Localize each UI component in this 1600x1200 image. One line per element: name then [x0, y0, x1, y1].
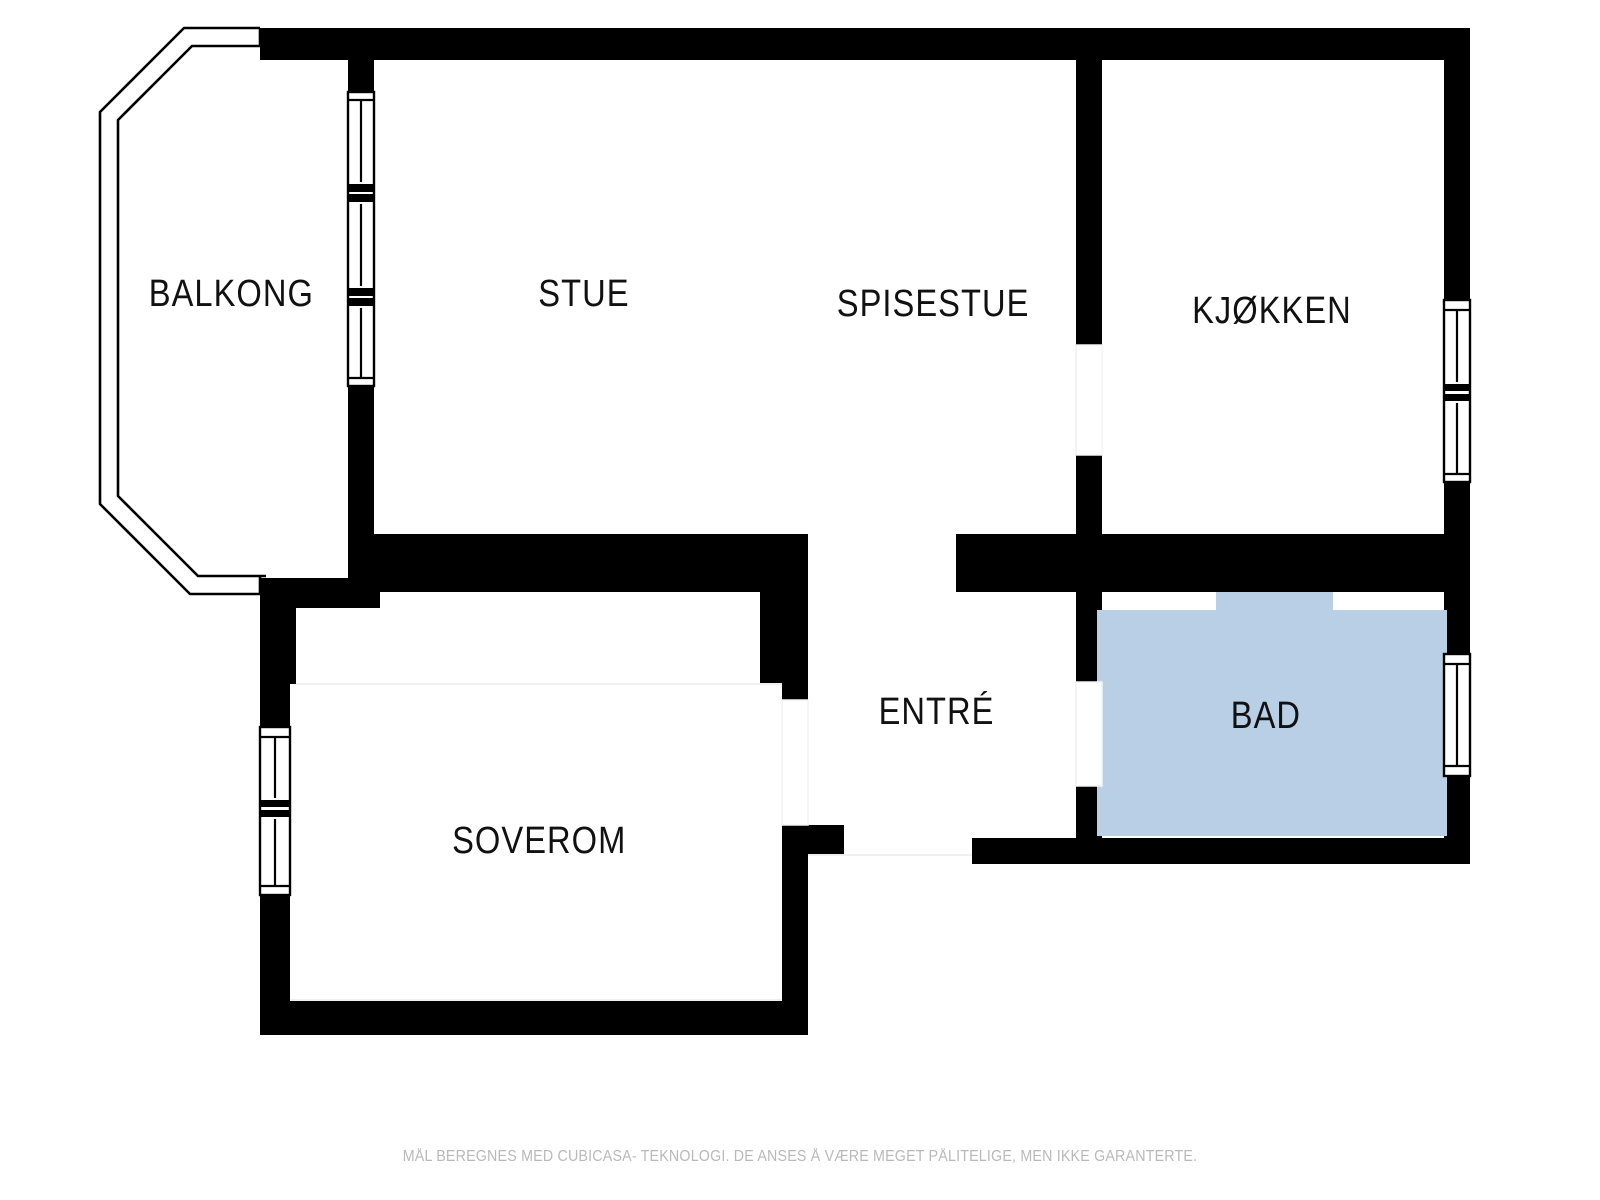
door-openings [781, 344, 1103, 826]
opening-spisestue-kjokken [1075, 344, 1103, 456]
wall-stue-west-lower [348, 386, 374, 534]
opening-entre-soverom [781, 699, 809, 826]
room-label-bad: BAD [1231, 694, 1301, 737]
wall-soverom-east-upper [782, 592, 808, 700]
wall-exterior-south-right [972, 838, 1470, 864]
wall-soverom-north [348, 534, 808, 592]
wall-kitchen-west-upper [1076, 28, 1102, 345]
wall-soverom-east-foot [782, 825, 844, 855]
room-label-spisestue: SPISESTUE [837, 282, 1030, 325]
room-label-soverom: SOVEROM [452, 819, 626, 862]
wall-structure [260, 28, 1470, 1035]
wall-soverom-west-upper [260, 592, 290, 727]
opening-entre-bad [1075, 681, 1103, 787]
floor-hairlines [290, 683, 972, 1001]
window-soverom-west [258, 725, 292, 897]
window-stue-west [346, 90, 376, 388]
wall-soverom-south [260, 1000, 808, 1035]
wall-exterior-north [260, 28, 1470, 60]
footer-disclaimer: MÅL BEREGNES MED CUBICASA- TEKNOLOGI. DE… [402, 1148, 1198, 1165]
bathroom-floor-fill [1097, 592, 1447, 836]
wall-soverom-east-lower [782, 825, 808, 1035]
room-label-kjokken: KJØKKEN [1192, 289, 1352, 332]
wall-stue-west-upper [348, 28, 374, 92]
room-label-entre: ENTRÉ [879, 690, 995, 733]
window-kjokken-east [1442, 298, 1472, 484]
room-label-balkong: BALKONG [149, 272, 314, 315]
wall-entre-north [956, 534, 1470, 592]
window-bad-east [1442, 652, 1472, 778]
room-label-stue: STUE [538, 272, 629, 315]
wall-exterior-east-upper [1444, 28, 1470, 300]
